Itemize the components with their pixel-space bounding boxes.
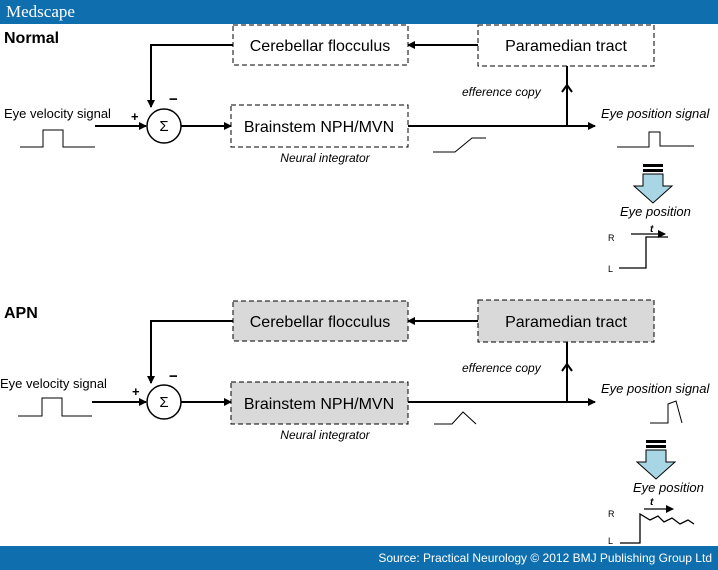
plus-sign-normal: + — [131, 109, 139, 124]
r-label-apn: R — [608, 509, 615, 519]
efference-label-normal: efference copy — [462, 85, 542, 99]
output-label-apn: Eye position signal — [601, 381, 711, 396]
panel-normal: Normal Eye velocity signal + Σ − Brainst… — [4, 24, 711, 274]
eye-position-label-normal: Eye position — [620, 204, 691, 219]
minus-sign-normal: − — [169, 91, 178, 108]
down-arrow-icon-apn — [635, 440, 677, 480]
source-citation: Source: Practical Neurology © 2012 BMJ P… — [378, 551, 712, 565]
down-arrow-icon-normal — [632, 164, 674, 204]
input-label-normal: Eye velocity signal — [4, 106, 111, 121]
ramp-waveform-apn — [434, 411, 477, 425]
paramedian-box-normal — [477, 24, 655, 67]
cerebellar-label-normal: Cerebellar flocculus — [250, 38, 391, 55]
eye-position-plot-normal: R L t — [608, 224, 668, 274]
position-waveform-normal — [617, 131, 694, 148]
efference-arrowhead-normal — [561, 83, 573, 93]
minus-sign-apn: − — [169, 368, 178, 385]
brainstem-box-normal — [230, 104, 409, 148]
panel-title-apn: APN — [4, 305, 38, 322]
integrator-label-normal: Neural integrator — [280, 151, 370, 165]
paramedian-label-apn: Paramedian tract — [505, 314, 627, 331]
position-waveform-apn — [650, 400, 683, 424]
efference-arrowhead-apn — [561, 362, 573, 372]
brainstem-box-apn — [230, 381, 409, 425]
sigma-symbol-normal: Σ — [159, 118, 168, 135]
l-label-normal: L — [608, 264, 613, 274]
eye-position-label-apn: Eye position — [633, 480, 704, 495]
sigma-symbol-apn: Σ — [159, 394, 168, 411]
output-label-normal: Eye position signal — [601, 106, 711, 121]
ramp-waveform-normal — [433, 137, 486, 153]
t-label-normal: t — [650, 224, 654, 235]
feedback-path-normal — [147, 44, 233, 108]
panel-title-normal: Normal — [4, 30, 59, 47]
panel-apn: APN Eye velocity signal + Σ − Brainstem … — [0, 299, 711, 546]
brainstem-label-normal: Brainstem NPH/MVN — [244, 119, 394, 136]
integrator-label-apn: Neural integrator — [280, 428, 370, 442]
feedback-path-apn — [147, 320, 233, 384]
eye-position-plot-apn: R L t — [608, 497, 695, 546]
header-bar: Medscape — [0, 0, 718, 24]
r-label-normal: R — [608, 233, 615, 243]
cerebellar-label-apn: Cerebellar flocculus — [250, 314, 391, 331]
medscape-logo: Medscape — [6, 2, 75, 21]
efference-label-apn: efference copy — [462, 361, 542, 375]
input-label-apn: Eye velocity signal — [0, 376, 107, 391]
l-label-apn: L — [608, 536, 613, 546]
velocity-pulse-normal — [20, 129, 95, 148]
t-label-apn: t — [650, 497, 654, 508]
velocity-pulse-apn — [18, 397, 92, 417]
paramedian-box-apn — [477, 299, 655, 343]
brainstem-label-apn: Brainstem NPH/MVN — [244, 396, 394, 413]
paramedian-label-normal: Paramedian tract — [505, 38, 627, 55]
plus-sign-apn: + — [132, 384, 140, 399]
footer-bar: Source: Practical Neurology © 2012 BMJ P… — [0, 546, 718, 570]
